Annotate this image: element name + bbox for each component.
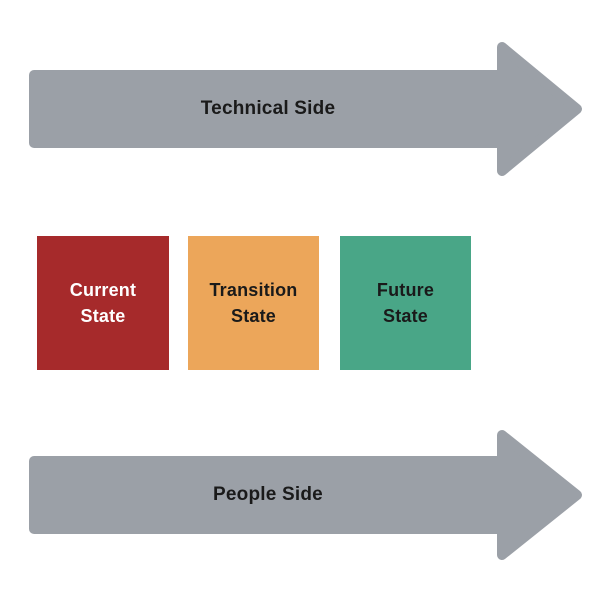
people-side-label: People Side (213, 484, 323, 505)
current-state-label: Current State (69, 279, 137, 326)
technical-side-arrow (29, 42, 582, 176)
future-state-label: Future State (376, 279, 435, 326)
transition-state-box: Transition State (188, 236, 319, 370)
transition-state-label: Transition State (209, 279, 298, 326)
current-state-box: Current State (37, 236, 169, 370)
future-state-box: Future State (340, 236, 471, 370)
people-side-arrow (29, 430, 582, 560)
technical-side-label: Technical Side (200, 98, 336, 119)
